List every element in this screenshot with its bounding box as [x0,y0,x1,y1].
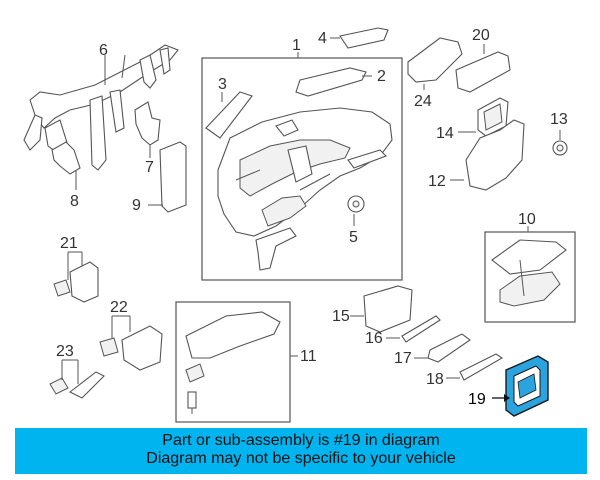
banner-line-2: Diagram may not be specific to your vehi… [146,450,456,467]
callout-3: 3 [218,76,227,93]
part-4-cover: 4 [318,27,389,49]
part-7-bracket: 7 [134,101,161,176]
part-12-side-panel: 12 [428,119,525,191]
part-10-glove-box [491,239,567,307]
callout-22: 22 [110,299,128,316]
callout-8: 8 [70,193,79,210]
callout-20: 20 [472,27,490,44]
callout-15: 15 [332,308,350,325]
part-19-highlighted[interactable]: 19 [468,355,549,417]
part-17-strip: 17 [394,333,471,367]
callout-21: 21 [60,235,78,252]
part-9-end-panel: 9 [132,141,187,214]
part-15-trim: 15 [332,285,413,333]
part-5-knob: 5 [347,195,365,246]
part-11-console [185,311,281,414]
callout-18: 18 [426,371,444,388]
callout-19: 19 [468,391,486,408]
callout-7: 7 [145,159,154,176]
callout-9: 9 [132,197,141,214]
part-20-trim: 20 [455,27,511,93]
callout-6: 6 [99,42,108,59]
part-22-bracket: 22 [99,299,163,371]
callout-12: 12 [428,173,446,190]
duct-part [255,227,297,271]
callout-11: 11 [300,348,317,365]
callout-13: 13 [550,111,568,128]
callout-5: 5 [349,229,358,246]
part-23-bracket: 23 [49,343,105,399]
assembly-box-11 [175,301,291,423]
part-8-bracket: 8 [51,141,81,210]
part-21-bracket: 21 [53,235,99,303]
part-13-switch: 13 [550,111,568,156]
part-3-defroster-panel: 3 [205,76,253,139]
callout-17: 17 [394,350,412,367]
callout-23: 23 [56,343,74,360]
info-banner: Part or sub-assembly is #19 in diagram D… [15,428,587,474]
assembly-box-10 [484,231,576,323]
assembly-box-1 [201,57,403,281]
callout-1: 1 [292,37,301,54]
callout-24: 24 [414,93,432,110]
part-24-panel: 24 [407,37,463,110]
callout-14: 14 [436,125,454,142]
part-6-crossbeam: 6 [23,42,179,171]
callout-10: 10 [518,211,536,228]
banner-line-1: Part or sub-assembly is #19 in diagram [162,432,440,449]
callout-2: 2 [377,68,386,85]
part-16-strip: 16 [365,315,441,347]
part-2-top-trim: 2 [295,67,386,97]
part-14-bezel: 14 [436,97,509,142]
dash-trim-strip [347,149,387,169]
callout-4: 4 [318,30,327,47]
part-1-dashboard [217,107,393,237]
part-18-strip: 18 [426,353,504,388]
callout-16: 16 [365,330,383,347]
